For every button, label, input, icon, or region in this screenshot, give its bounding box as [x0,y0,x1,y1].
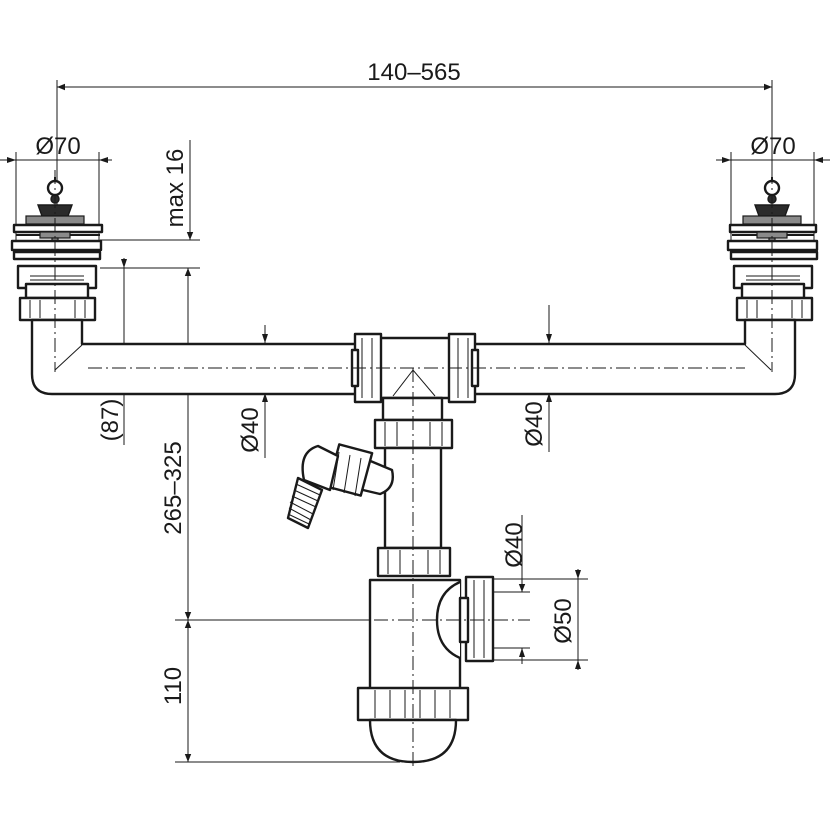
trap-height-label: 110 [160,667,187,705]
pipe-offset-label: (87) [97,399,124,442]
left-strainer-diameter-label: Ø70 [35,133,80,160]
outlet-inner-diameter-label: Ø40 [501,522,528,567]
bottle-trap [356,575,495,764]
left-pipe-diameter-label: Ø40 [237,407,264,452]
right-elbow-pipe [468,318,797,396]
right-pipe-diameter-label: Ø40 [521,401,548,446]
left-strainer [10,177,104,322]
left-elbow-pipe [30,318,360,396]
hose-nozzle [286,476,324,530]
left-strainer-thread [30,275,84,285]
overall-width-label: 140–565 [367,59,460,86]
dimension-labels: 140–565 Ø70 Ø70 max 16 (87) 265–325 110 … [35,59,795,705]
height-range-label: 265–325 [160,441,187,534]
max-flange-label: max 16 [162,149,189,228]
tee-fitting [350,332,480,422]
center-lines [54,170,773,770]
right-strainer-diameter-label: Ø70 [750,133,795,160]
outlet-outer-diameter-label: Ø50 [550,598,577,643]
dishwasher-connector [286,443,394,530]
